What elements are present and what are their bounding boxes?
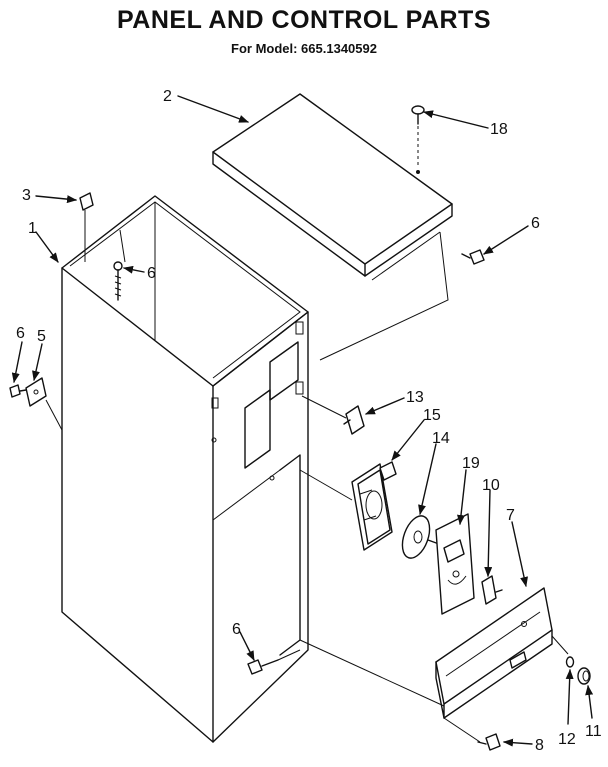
- callout-5: 5: [37, 328, 46, 345]
- dial-plate-part-19: [435, 513, 475, 615]
- callout-12: 12: [558, 731, 576, 748]
- callout-1: 1: [28, 220, 37, 237]
- callout-6-left: 6: [16, 325, 25, 342]
- callout-8: 8: [535, 737, 544, 754]
- callout-labels: 2 18 6 3 1 6 6 5 13 15 14 19 10 7 6 8 12…: [16, 88, 602, 754]
- callout-11: 11: [585, 723, 602, 740]
- callout-6-cover: 6: [531, 215, 540, 232]
- control-panel-part-7: [435, 587, 553, 719]
- model-subtitle: For Model: 665.1340592: [231, 41, 377, 56]
- callout-15: 15: [423, 407, 441, 424]
- callout-6-inner: 6: [147, 265, 156, 282]
- disc-part-14: [401, 515, 451, 559]
- knob-part-11: [577, 667, 591, 685]
- cabinet-panel-part-1: [61, 195, 309, 743]
- screw-part-6-cover: [461, 249, 485, 265]
- callout-2: 2: [163, 88, 172, 105]
- callout-3: 3: [22, 187, 31, 204]
- callout-14: 14: [432, 430, 450, 447]
- top-cover-part-2: [212, 93, 453, 281]
- clip-part-3: [79, 192, 94, 255]
- bracket-part-5: [25, 377, 47, 407]
- callout-6-lower: 6: [232, 621, 241, 638]
- screw-part-6-inner: [113, 261, 123, 301]
- timer-part-15: [351, 461, 397, 551]
- callout-7: 7: [506, 507, 515, 524]
- callout-10: 10: [482, 477, 500, 494]
- callout-19: 19: [462, 455, 480, 472]
- callout-18: 18: [490, 121, 508, 138]
- screw-part-6-lower: [247, 659, 279, 675]
- leader-lines: [11, 95, 594, 747]
- page-title: PANEL AND CONTROL PARTS: [116, 6, 491, 34]
- screw-part-6-left: [9, 384, 27, 398]
- plug-part-18: [411, 105, 425, 168]
- switch-part-13: [343, 405, 365, 435]
- callout-13: 13: [406, 389, 424, 406]
- screw-part-8: [477, 733, 501, 751]
- washer-part-12: [565, 656, 575, 668]
- switch-part-10: [481, 575, 503, 605]
